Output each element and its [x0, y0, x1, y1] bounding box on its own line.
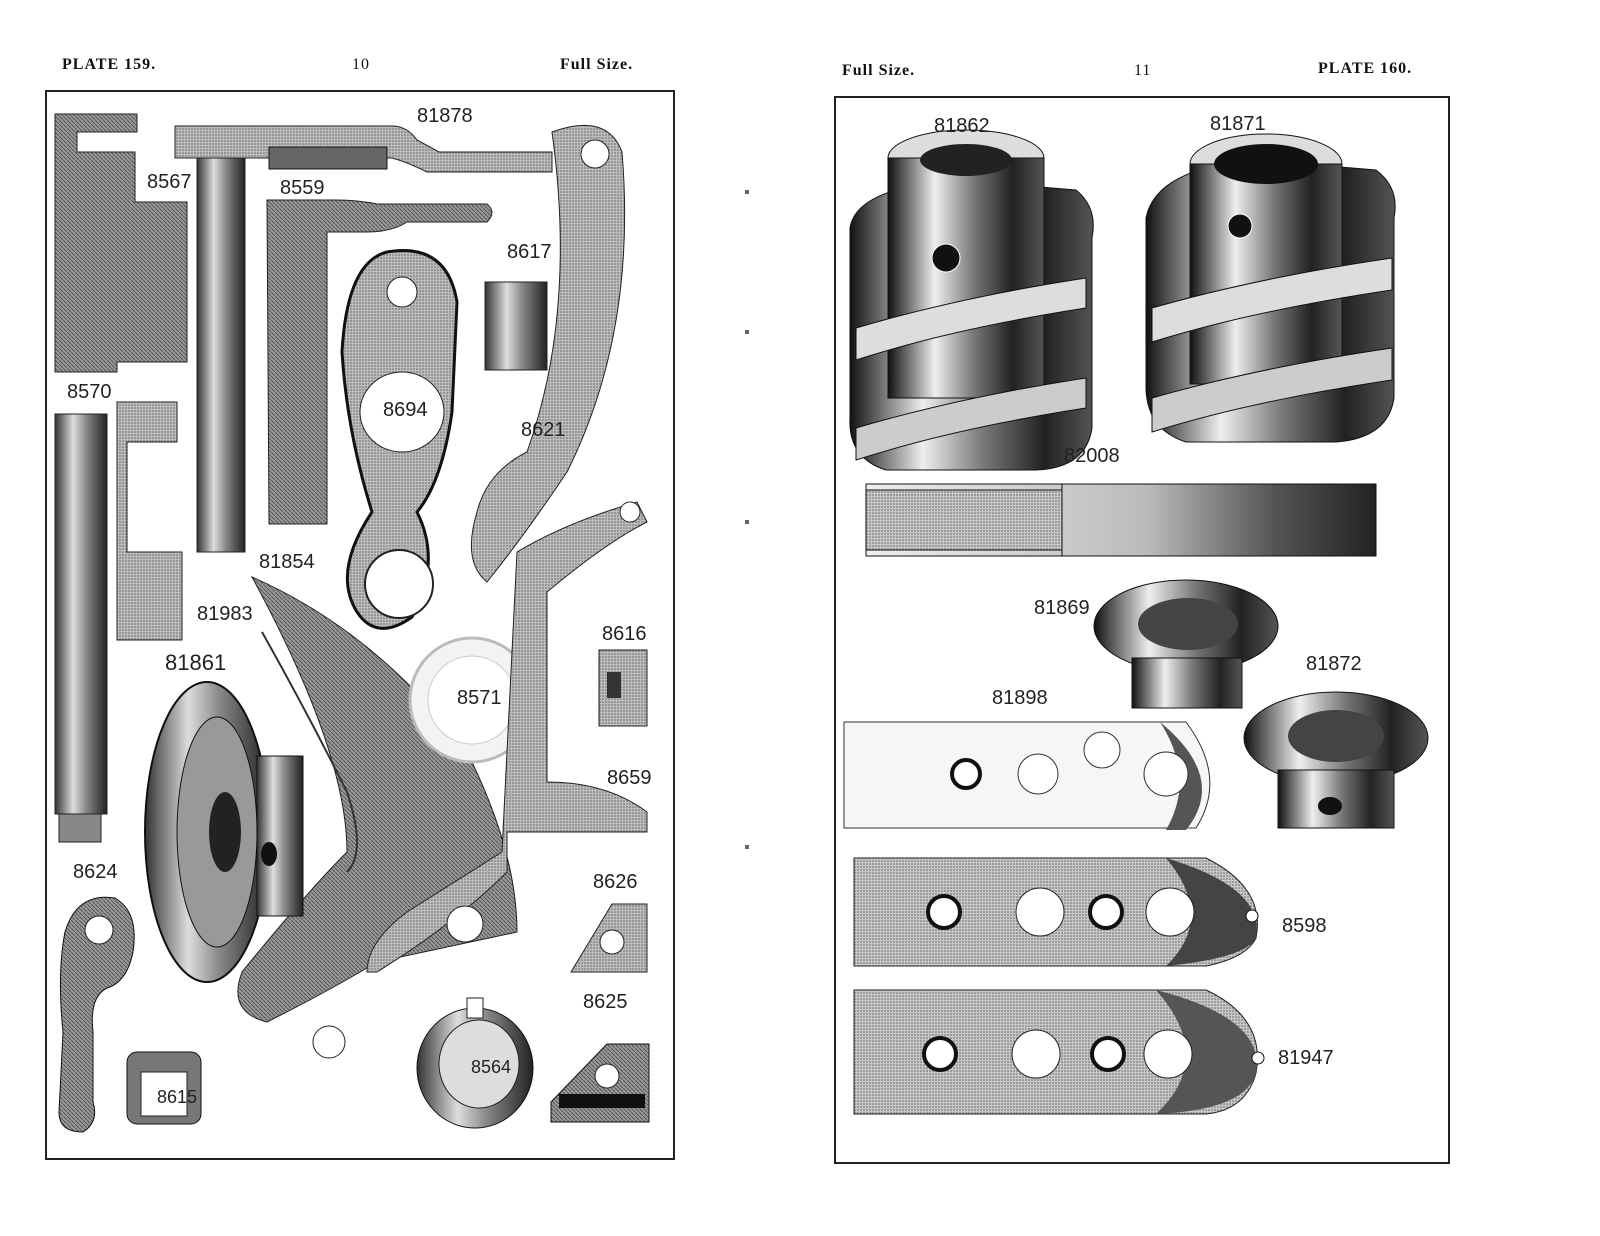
part-label-8694: 8694: [383, 399, 428, 421]
page-number-left: 10: [352, 56, 370, 73]
part-label-8615: 8615: [157, 1087, 198, 1107]
part-label-81983: 81983: [197, 603, 253, 625]
part-label-8598: 8598: [1282, 915, 1327, 937]
right-page: Full Size. 11 PLATE 160.: [800, 0, 1600, 1236]
plate-number-left: PLATE 159.: [62, 56, 157, 73]
part-label-8621: 8621: [521, 419, 566, 441]
gutter-mark: [745, 190, 749, 194]
plate-159-illustration: [54, 113, 650, 1133]
gutter-mark: [745, 520, 749, 524]
part-label-81862: 81862: [934, 115, 990, 137]
part-label-8571: 8571: [457, 687, 502, 709]
part-label-8570: 8570: [67, 381, 112, 403]
part-label-8616: 8616: [602, 623, 647, 645]
part-label-81854: 81854: [259, 551, 315, 573]
part-label-82008: 82008: [1064, 445, 1120, 467]
part-label-81898: 81898: [992, 687, 1048, 709]
part-label-8624: 8624: [73, 861, 118, 883]
plate-160-illustration: [843, 129, 1429, 1115]
scale-note-left: Full Size.: [560, 56, 634, 73]
part-label-81872: 81872: [1306, 653, 1362, 675]
plate-160-frame: 81862 81871 82008 81869 81872 81898 8598…: [834, 96, 1450, 1164]
part-label-81871: 81871: [1210, 113, 1266, 135]
plate-159-frame: 81878 8567 8559 8617 8570 8694 8621 8185…: [45, 90, 675, 1160]
part-label-8559: 8559: [280, 177, 325, 199]
plate-number-right: PLATE 160.: [1318, 60, 1413, 77]
gutter-mark: [745, 845, 749, 849]
part-label-8567: 8567: [147, 171, 192, 193]
part-label-81878: 81878: [417, 105, 473, 127]
part-label-8617: 8617: [507, 241, 552, 263]
gutter-mark: [745, 330, 749, 334]
part-label-8625: 8625: [583, 991, 628, 1013]
part-label-8659: 8659: [607, 767, 652, 789]
left-page: PLATE 159. 10 Full Size.: [0, 0, 720, 1236]
page-number-right: 11: [1134, 62, 1152, 79]
part-label-8564: 8564: [471, 1057, 512, 1077]
scale-note-right: Full Size.: [842, 62, 916, 79]
part-label-8626: 8626: [593, 871, 638, 893]
part-label-81947: 81947: [1278, 1047, 1334, 1069]
part-label-81869: 81869: [1034, 597, 1090, 619]
part-label-81861: 81861: [165, 650, 227, 675]
